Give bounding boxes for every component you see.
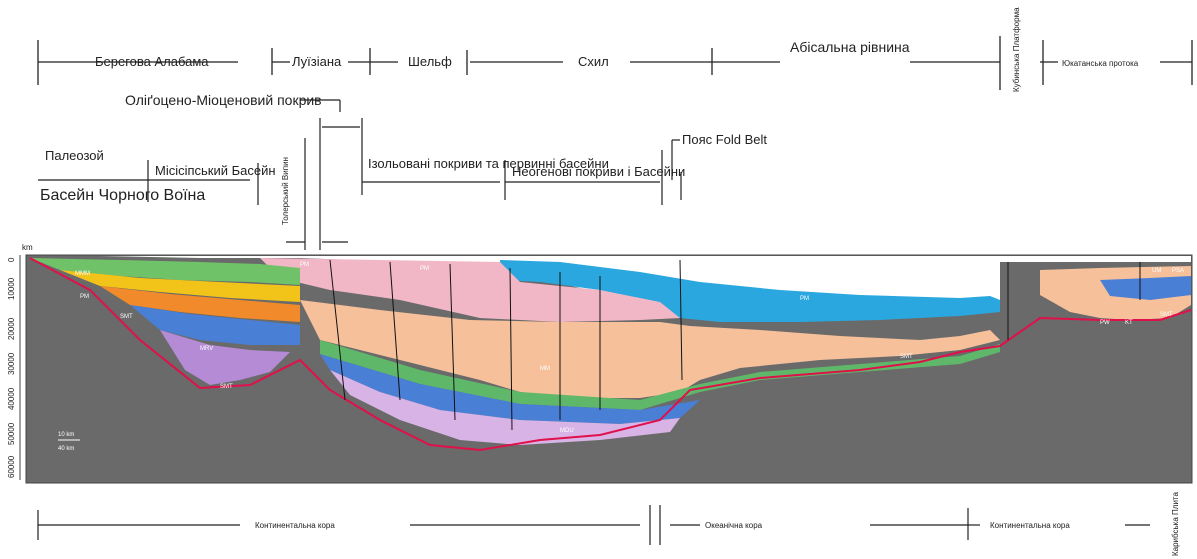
depth-tick-2: 20000: [7, 317, 16, 340]
label-neogene-covers: Неогенові покриви і Басейни: [512, 164, 685, 179]
scale-vertical: 10 km: [58, 432, 74, 438]
central-layer-green: [320, 340, 1000, 410]
central-layer-purple: [330, 370, 680, 445]
label-abyssal-plain: Абісальна рівнина: [790, 39, 910, 55]
water-layer: [500, 260, 1000, 322]
unit-label-15: PSA: [1172, 268, 1184, 274]
depth-tick-6: 60000: [7, 455, 16, 478]
depth-tick-0: 0: [7, 257, 16, 262]
unit-label-8: PM: [300, 262, 309, 268]
depth-tick-3: 30000: [7, 352, 16, 375]
unit-label-4: SMT: [220, 384, 233, 390]
label-continental-crust-left: Континентальна кора: [255, 521, 335, 530]
unit-label-13: KT: [1125, 320, 1133, 326]
depth-axis-unit: km: [22, 243, 33, 252]
label-continental-crust-right: Континентальна кора: [990, 521, 1070, 530]
unit-label-12: PW: [1100, 320, 1110, 326]
scale-bar: 10 km 40 km: [58, 432, 80, 452]
unit-label-16: MM: [540, 366, 550, 372]
label-caribbean-plate: Карибська Плита: [1171, 492, 1180, 556]
moho-line: [29, 257, 1192, 452]
unit-label-6: SMT: [1160, 312, 1173, 318]
label-oligo-miocene-cover-text: Оліґоцено-Міоценовий покрив: [125, 92, 322, 108]
label-cuban-platform: Кубинська Платформа: [1012, 7, 1021, 92]
label-oceanic-crust: Океанічна кора: [705, 521, 763, 530]
label-shelf: Шельф: [408, 54, 452, 69]
province-axis: [37, 36, 1193, 90]
label-tolerance-wedge: Толерський Випин: [281, 157, 290, 225]
unit-label-11: MDU: [560, 428, 574, 434]
pink-sediment-layer: [260, 258, 680, 322]
depth-tick-4: 40000: [7, 387, 16, 410]
label-slope: Схил: [578, 54, 609, 69]
depth-tick-1: 10000: [7, 277, 16, 300]
left-basin-purple: [160, 330, 290, 385]
salt-body: [300, 300, 1000, 398]
label-yucatan-strait: Юкатанська протока: [1062, 59, 1139, 68]
unit-label-3: SMT: [120, 314, 133, 320]
unit-label-7: MRV: [200, 346, 213, 352]
label-coastal-alabama: Берегова Алабама: [95, 54, 209, 69]
section-body: 10 km 40 km MMM PM SMT SMT SMT SMT MRV P…: [25, 254, 1193, 484]
right-terrace-blue: [1100, 276, 1191, 300]
depth-axis: km 0 10000 20000 30000 40000 50000 60000: [7, 243, 33, 480]
depth-tick-5: 50000: [7, 422, 16, 445]
label-paleozoic: Палеозой: [45, 148, 104, 163]
fault-lines: [329, 259, 1141, 431]
unit-label-5: SMT: [900, 354, 913, 360]
unit-label-1: MMM: [75, 271, 90, 277]
unit-label-10: PM: [800, 296, 809, 302]
unit-label-9: PM: [420, 266, 429, 272]
unit-label-14: UM: [1152, 268, 1161, 274]
label-black-warrior-basin: Басейн Чорного Воїна: [40, 187, 205, 204]
unit-label-2: PM: [80, 294, 89, 300]
crust-axis: [37, 505, 1150, 545]
label-isolated-covers: Ізольовані покриви та первинні басейни: [368, 156, 609, 171]
left-basin-green: [30, 258, 300, 285]
label-oligo-miocene-cover: Оліґоцено-Міоценовий покрив: [125, 92, 322, 108]
left-basin-blue: [130, 305, 300, 345]
label-mississippi-basin: Місісіпський Басейн: [155, 163, 276, 178]
label-fold-belt: Пояс Fold Belt: [682, 132, 767, 147]
scale-horizontal: 40 km: [58, 446, 74, 452]
zone-brackets: [38, 99, 682, 250]
left-basin-yellow: [60, 270, 300, 302]
left-basin-orange: [100, 286, 300, 322]
label-louisiana: Луїзіана: [292, 54, 342, 69]
